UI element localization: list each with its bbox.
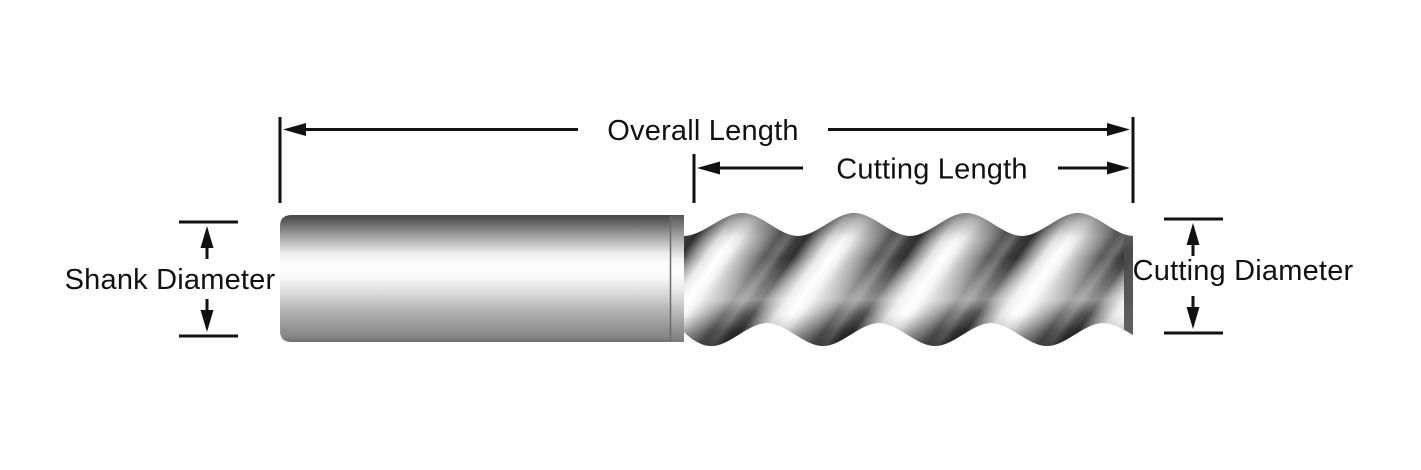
spiral-flutes (684, 213, 1133, 346)
dim-overall-length: Overall Length (278, 115, 1135, 203)
cutting-length-left-arrowhead (697, 161, 720, 175)
cutting-length-label: Cutting Length (836, 154, 1027, 186)
overall-length-label: Overall Length (607, 115, 798, 147)
flute-cylinder-shading (684, 213, 1133, 346)
dim-cutting-length: Cutting Length (692, 154, 1130, 203)
shank-diameter-down-arrowhead (200, 310, 214, 332)
end-face (1124, 213, 1133, 346)
cutting-diameter-label: Cutting Diameter (1133, 255, 1354, 287)
collar-ring (670, 215, 684, 342)
cutting-diameter-up-arrowhead (1186, 223, 1200, 245)
overall-length-left-arrowhead (283, 123, 306, 136)
cutting-length-right-arrowhead (1107, 161, 1130, 175)
overall-length-right-arrowhead (1107, 123, 1130, 136)
shank (280, 215, 670, 342)
shank-diameter-up-arrowhead (200, 226, 214, 248)
cutting-diameter-down-arrowhead (1186, 307, 1200, 329)
shank-diameter-label: Shank Diameter (65, 264, 276, 296)
tool-illustration (280, 213, 1133, 346)
dim-cutting-diameter: Cutting Diameter (1133, 217, 1354, 335)
dim-shank-diameter: Shank Diameter (65, 220, 276, 338)
